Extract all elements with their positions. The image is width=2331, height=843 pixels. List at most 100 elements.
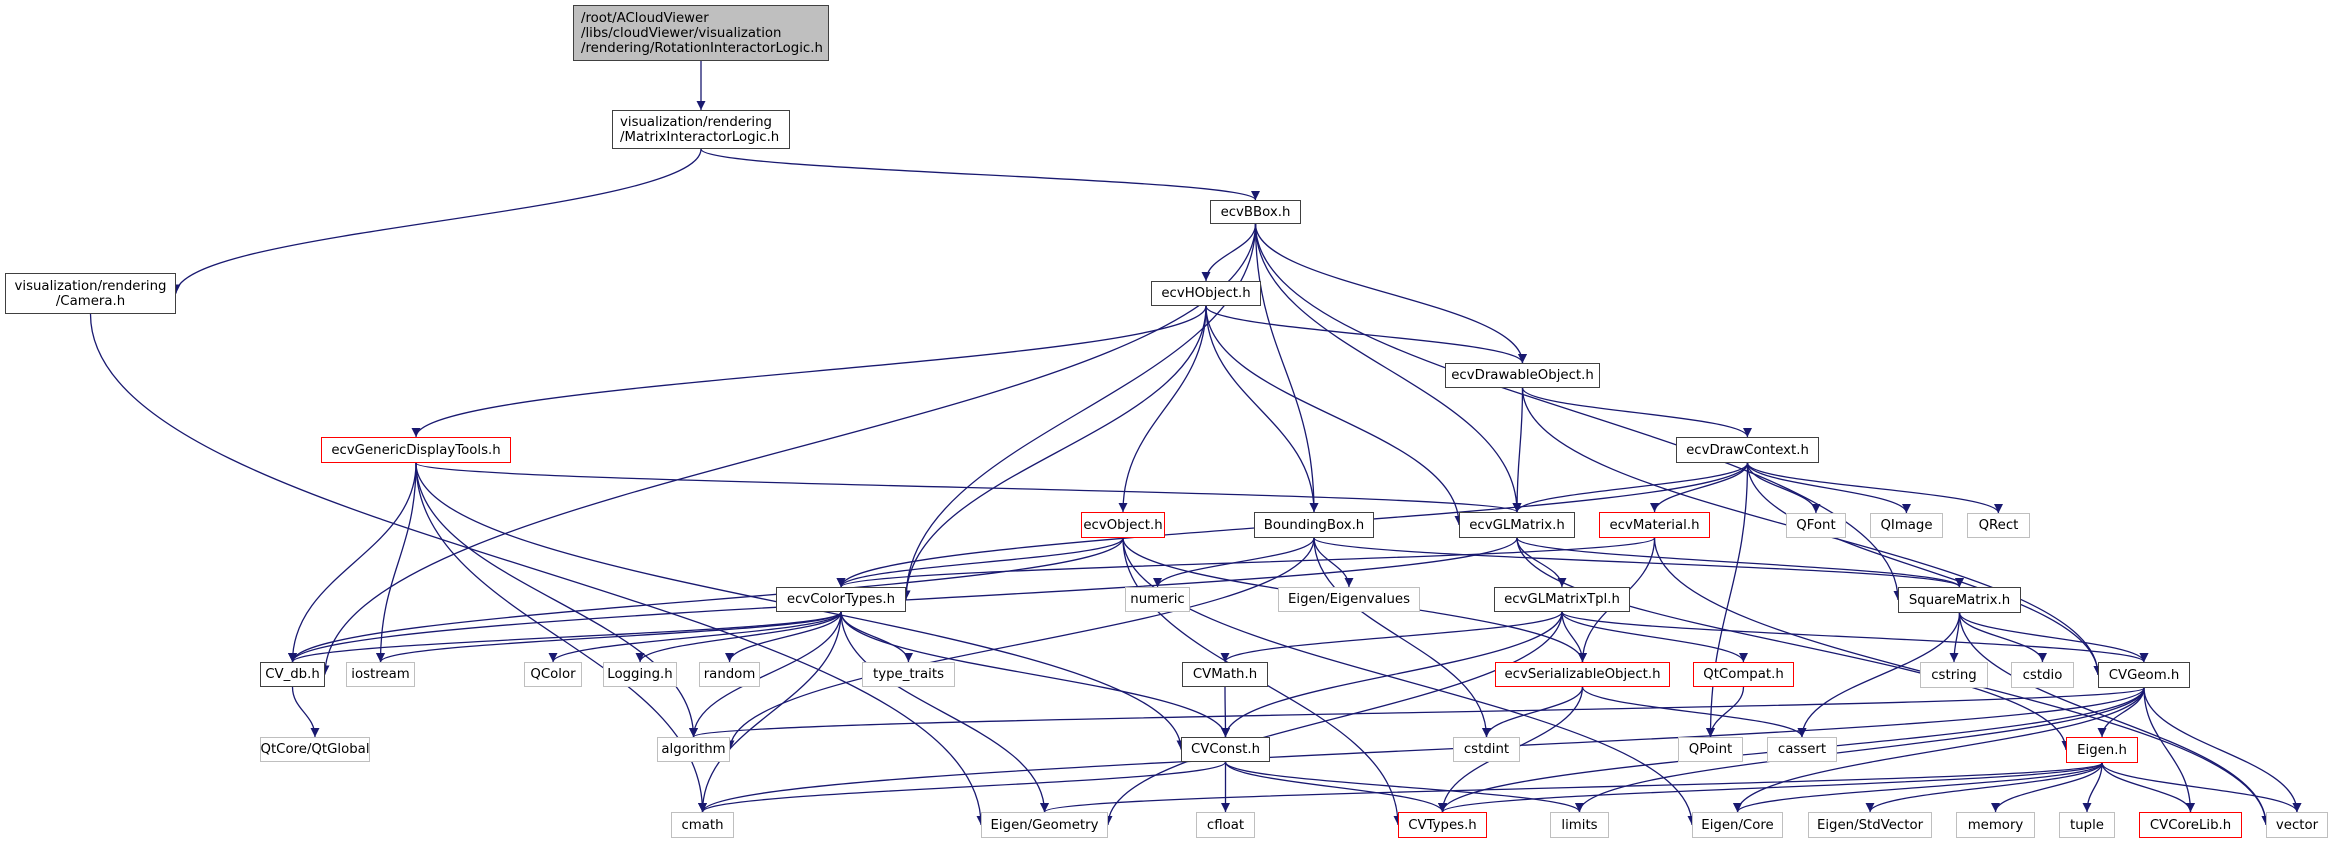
node-label: ecvDrawableObject.h — [1451, 368, 1594, 383]
node-logging[interactable]: Logging.h — [603, 662, 677, 687]
node-label: visualization/rendering /MatrixInteracto… — [620, 114, 780, 145]
node-eigenstdvector[interactable]: Eigen/StdVector — [1808, 812, 1932, 838]
node-label: CVGeom.h — [2108, 667, 2180, 683]
edge-ecvserializable-to-cstdint — [1482, 686, 1584, 738]
node-label: numeric — [1130, 592, 1185, 607]
edge-ecvglmatrix-to-squarematrix — [1516, 537, 1964, 588]
node-label: CVCoreLib.h — [2149, 817, 2232, 833]
node-cstdint[interactable]: cstdint — [1453, 737, 1520, 762]
node-cvconst[interactable]: CVConst.h — [1181, 737, 1270, 762]
node-ecvdrawable[interactable]: ecvDrawableObject.h — [1445, 363, 1600, 388]
node-cfloat[interactable]: cfloat — [1196, 812, 1255, 838]
edge-cvconst-to-limits — [1224, 761, 1584, 813]
node-squarematrix[interactable]: SquareMatrix.h — [1898, 587, 2021, 613]
edge-ecvhobject-to-ecvgeneric — [411, 305, 1207, 438]
edge-ecvdrawcontext-to-qpoint — [1706, 462, 1749, 738]
edge-ecvcolortypes-to-eigengeometry — [840, 611, 1049, 813]
node-ecvglmatrix[interactable]: ecvGLMatrix.h — [1459, 512, 1575, 538]
edge-ecvdrawable-to-ecvglmatrix — [1512, 387, 1524, 513]
node-label: ecvSerializableObject.h — [1504, 667, 1661, 682]
edge-ecvglmatrixtpl-to-qtcompat — [1561, 611, 1748, 663]
node-label: CVTypes.h — [1408, 817, 1477, 833]
node-cvtypes[interactable]: CVTypes.h — [1398, 812, 1487, 838]
node-algorithm[interactable]: algorithm — [657, 737, 730, 762]
edge-ecvhobject-to-ecvobject — [1118, 305, 1207, 513]
edge-ecvcolortypes-to-algorithm — [689, 611, 842, 738]
node-label: Logging.h — [607, 667, 673, 682]
edge-eigenh-to-eigencore — [1733, 762, 2103, 813]
node-label: visualization/rendering /Camera.h — [14, 278, 167, 309]
node-iostream[interactable]: iostream — [346, 662, 415, 687]
node-cvcorelib[interactable]: CVCoreLib.h — [2139, 812, 2242, 838]
edge-ecvglmatrixtpl-to-ecvserializable — [1561, 611, 1587, 663]
node-label: Eigen/Eigenvalues — [1287, 592, 1411, 607]
node-ecvbbox[interactable]: ecvBBox.h — [1210, 200, 1301, 224]
node-qrect[interactable]: QRect — [1967, 513, 2030, 538]
edge-boundingbox-to-algorithm — [725, 537, 1315, 750]
node-ecvserializable[interactable]: ecvSerializableObject.h — [1495, 662, 1670, 687]
node-cstdio[interactable]: cstdio — [2011, 662, 2074, 688]
node-limits[interactable]: limits — [1550, 812, 1609, 838]
node-qpoint[interactable]: QPoint — [1678, 737, 1743, 762]
node-typetraits[interactable]: type_traits — [862, 662, 955, 687]
node-eigengeometry[interactable]: Eigen/Geometry — [981, 812, 1108, 838]
edge-eigenh-to-cvcorelib — [2101, 762, 2195, 813]
edge-ecvbbox-to-ecvglmatrix — [1254, 223, 1522, 513]
node-numeric[interactable]: numeric — [1125, 587, 1190, 612]
node-label: QColor — [530, 667, 576, 682]
node-label: type_traits — [872, 667, 945, 682]
edge-cvgeom-to-eigencore — [1733, 687, 2145, 813]
node-ecvcolortypes[interactable]: ecvColorTypes.h — [776, 587, 906, 612]
edge-ecvobject-to-ecvcolortypes — [836, 537, 1124, 588]
edge-cvconst-to-cvtypes — [1224, 761, 1447, 813]
node-cvdb[interactable]: CV_db.h — [260, 662, 325, 687]
edge-ecvbbox-to-boundingbox — [1254, 223, 1319, 513]
edge-cvgeom-to-cvcorelib — [2143, 687, 2195, 813]
edge-ecvserializable-to-cassert — [1581, 686, 1807, 738]
edge-boundingbox-to-squarematrix — [1313, 537, 1964, 588]
node-label: BoundingBox.h — [1263, 517, 1365, 533]
node-cvmath[interactable]: CVMath.h — [1182, 662, 1268, 687]
node-cmath[interactable]: cmath — [671, 812, 734, 838]
node-eigenh[interactable]: Eigen.h — [2066, 737, 2138, 763]
node-ecvmaterial[interactable]: ecvMaterial.h — [1599, 512, 1710, 538]
node-memory[interactable]: memory — [1956, 812, 2035, 838]
node-tuple[interactable]: tuple — [2059, 812, 2115, 838]
node-qtcompat[interactable]: QtCompat.h — [1693, 662, 1794, 687]
node-ecvobject[interactable]: ecvObject.h — [1081, 512, 1165, 538]
edge-ecvhobject-to-ecvglmatrix — [1205, 305, 1464, 526]
node-qcolor[interactable]: QColor — [524, 662, 582, 687]
node-qimage[interactable]: QImage — [1870, 513, 1943, 538]
node-label: QFont — [1796, 518, 1836, 533]
edge-squarematrix-to-cvgeom — [1958, 612, 2149, 663]
node-vector[interactable]: vector — [2266, 812, 2328, 838]
edge-ecvcolortypes-to-iostream — [376, 611, 842, 663]
node-label: QtCore/QtGlobal — [260, 742, 370, 757]
node-cassert[interactable]: cassert — [1767, 737, 1837, 762]
node-matrix[interactable]: visualization/rendering /MatrixInteracto… — [612, 110, 790, 149]
node-ecvhobject[interactable]: ecvHObject.h — [1151, 281, 1261, 306]
edge-ecvcolortypes-to-logging — [635, 611, 842, 663]
node-eigencore[interactable]: Eigen/Core — [1692, 812, 1783, 838]
edge-ecvmaterial-to-ecvcolortypes — [836, 537, 1656, 588]
edge-ecvgeneric-to-ecvglmatrix — [415, 462, 1522, 513]
node-ecvdrawcontext[interactable]: ecvDrawContext.h — [1676, 437, 1819, 463]
edge-matrix-to-camera — [171, 148, 702, 294]
node-ecvgeneric[interactable]: ecvGenericDisplayTools.h — [321, 437, 511, 463]
edge-ecvhobject-to-ecvcolortypes — [901, 305, 1207, 600]
node-label: ecvHObject.h — [1161, 286, 1251, 301]
node-label: Eigen/StdVector — [1816, 817, 1924, 833]
node-qfont[interactable]: QFont — [1786, 513, 1846, 538]
node-eigenvalues[interactable]: Eigen/Eigenvalues — [1278, 587, 1420, 612]
node-random[interactable]: random — [699, 662, 760, 687]
node-ecvglmatrixtpl[interactable]: ecvGLMatrixTpl.h — [1494, 587, 1630, 612]
edge-cvmath-to-cvconst — [1220, 686, 1230, 738]
node-qtglobal[interactable]: QtCore/QtGlobal — [260, 737, 370, 762]
node-label: ecvGLMatrix.h — [1469, 517, 1565, 533]
node-camera[interactable]: visualization/rendering /Camera.h — [5, 273, 176, 314]
node-cvgeom[interactable]: CVGeom.h — [2098, 662, 2190, 688]
node-boundingbox[interactable]: BoundingBox.h — [1254, 512, 1374, 538]
edge-ecvcolortypes-to-cmath — [698, 611, 842, 813]
node-cstring[interactable]: cstring — [1920, 662, 1988, 688]
